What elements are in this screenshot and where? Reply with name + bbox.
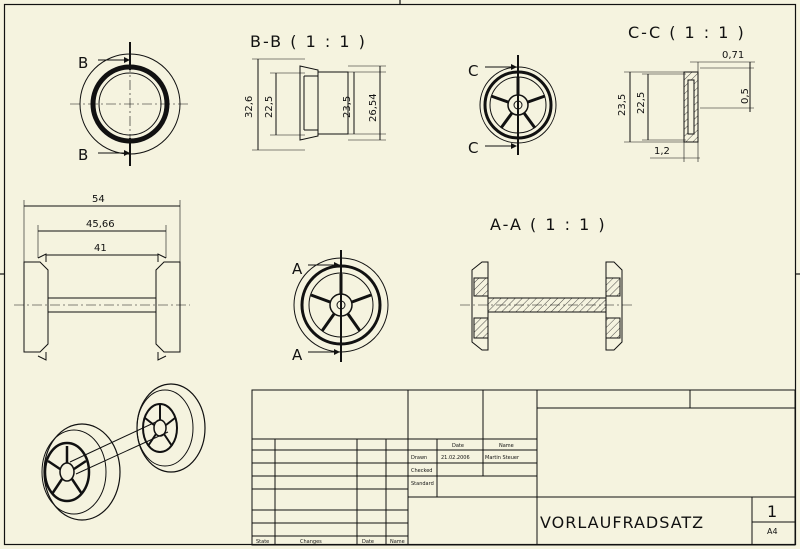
drawn-date: 21.02.2006 — [441, 455, 470, 461]
section-mark-c-top: C — [468, 62, 478, 80]
section-mark-c-bottom: C — [468, 139, 478, 157]
footer-state: State — [256, 539, 269, 545]
isometric-wheelset — [41, 383, 206, 521]
header-name: Name — [499, 443, 514, 449]
footer-changes: Changes — [300, 539, 322, 545]
section-mark-a-bottom: A — [292, 346, 303, 364]
section-mark-a-top: A — [292, 260, 303, 278]
end-view-b — [70, 42, 190, 166]
view-title-cc: C-C ( 1 : 1 ) — [628, 23, 746, 42]
dim-cc-225: 22,5 — [636, 92, 647, 114]
drawn-name: Martin Steuer — [485, 455, 520, 461]
row-standard-label: Standard — [411, 481, 434, 487]
title-block — [251, 389, 796, 546]
footer-name: Name — [390, 539, 405, 545]
wheel-face-c — [479, 55, 557, 155]
sheet-number: 1 — [767, 502, 777, 521]
dim-length-41: 41 — [94, 243, 107, 254]
dim-length-54: 54 — [92, 194, 105, 205]
section-view-bb — [252, 58, 386, 151]
dim-cc-12: 1,2 — [654, 146, 670, 157]
dim-bb-326: 32,6 — [244, 96, 255, 118]
sheet-size: A4 — [767, 527, 778, 536]
view-title-aa: A-A ( 1 : 1 ) — [490, 215, 607, 234]
header-date: Date — [452, 443, 464, 449]
border-center-marks — [0, 0, 800, 275]
row-drawn-label: Drawn — [411, 455, 427, 461]
dim-bb-225: 22,5 — [264, 96, 275, 118]
front-view-wheelset — [14, 200, 190, 361]
dim-cc-05: 0,5 — [740, 88, 751, 104]
drawing-title: VORLAUFRADSATZ — [540, 513, 704, 532]
dim-length-4566: 45,66 — [86, 219, 115, 230]
section-view-cc — [624, 61, 755, 162]
row-checked-label: Checked — [411, 468, 432, 474]
section-mark-b-top: B — [78, 54, 88, 72]
view-title-bb: B-B ( 1 : 1 ) — [250, 32, 367, 51]
wheel-face-a — [293, 250, 389, 362]
section-mark-b-bottom: B — [78, 146, 88, 164]
dim-cc-071: 0,71 — [722, 50, 744, 61]
dim-cc-235: 23,5 — [617, 94, 628, 116]
dim-bb-2654: 26,54 — [368, 93, 379, 122]
dim-bb-235: 23,5 — [342, 96, 353, 118]
footer-date: Date — [362, 539, 374, 545]
section-view-aa — [460, 261, 634, 351]
